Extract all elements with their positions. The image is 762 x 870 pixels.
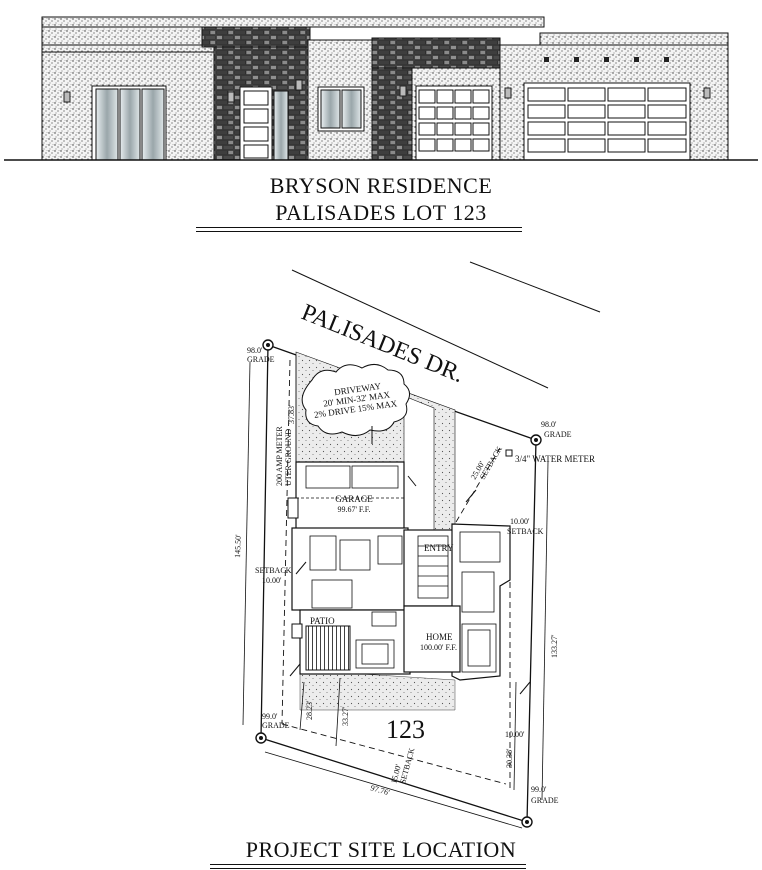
patio-label: PATIO <box>310 616 335 626</box>
wall-light-icon <box>63 79 711 103</box>
caption-underline <box>210 864 526 865</box>
garage-ff-label: 99.67' F.F. <box>337 505 370 514</box>
water-meter-icon <box>505 449 513 457</box>
front-elevation-drawing <box>4 16 758 161</box>
meter-note-line2: UTER GROUND <box>284 429 293 486</box>
title-underline <box>196 231 522 232</box>
rear-left-dim-2: 33.27' <box>341 706 350 726</box>
grade-label: 98.0' <box>247 346 263 355</box>
grade-label: GRADE <box>531 796 559 805</box>
front-depth: 37.83' <box>287 404 296 424</box>
home-ff-label: 100.00' F.F. <box>420 643 457 652</box>
rear-left-dim-1: 28.23' <box>305 700 314 720</box>
lot-number: 123 <box>386 715 425 744</box>
entry-label: ENTRY <box>424 543 454 553</box>
grade-label: GRADE <box>247 355 275 364</box>
title-underline <box>196 227 522 228</box>
grade-label: 99.0' <box>531 785 547 794</box>
driveway-note-cloud <box>301 364 410 436</box>
grade-label: 98.0' <box>541 420 557 429</box>
meter-note-line1: 200 AMP METER <box>275 426 284 486</box>
home-label: HOME <box>426 632 453 642</box>
rear-right-dim-1: 10.00' <box>505 730 525 739</box>
rear-length: 97.76' <box>369 783 391 797</box>
garage-label: GARAGE <box>335 494 373 504</box>
grade-label: GRADE <box>262 721 290 730</box>
project-subtitle: PALISADES LOT 123 <box>275 200 487 225</box>
right-side-length: 133.27' <box>550 634 559 658</box>
grade-label: 99.0' <box>262 712 278 721</box>
site-plan-drawing: PALISADES DR. DRIVEWAY 20' MIN-32' MAX 2… <box>233 261 601 829</box>
left-setback-dim: 10.00' <box>262 576 282 585</box>
entry-door-icon <box>239 86 289 161</box>
vent-icon <box>544 57 669 62</box>
left-side-length: 145.50' <box>233 534 243 558</box>
right-setback-dim: 10.00' <box>510 517 530 526</box>
left-setback-label: SETBACK <box>255 566 292 575</box>
caption-underline <box>210 868 526 869</box>
garage-door-icon <box>523 82 691 161</box>
garage-door-icon <box>415 85 493 161</box>
rear-right-dim-2: 30.38' <box>505 748 514 768</box>
plan-caption: PROJECT SITE LOCATION <box>245 837 517 862</box>
glass-door-icon <box>91 85 167 161</box>
patio-area <box>305 625 351 671</box>
project-title: BRYSON RESIDENCE <box>269 173 493 198</box>
grade-label: GRADE <box>544 430 572 439</box>
window-icon <box>317 86 365 132</box>
right-setback-label: SETBACK <box>507 527 544 536</box>
water-meter-label: 3/4" WATER METER <box>515 454 595 464</box>
